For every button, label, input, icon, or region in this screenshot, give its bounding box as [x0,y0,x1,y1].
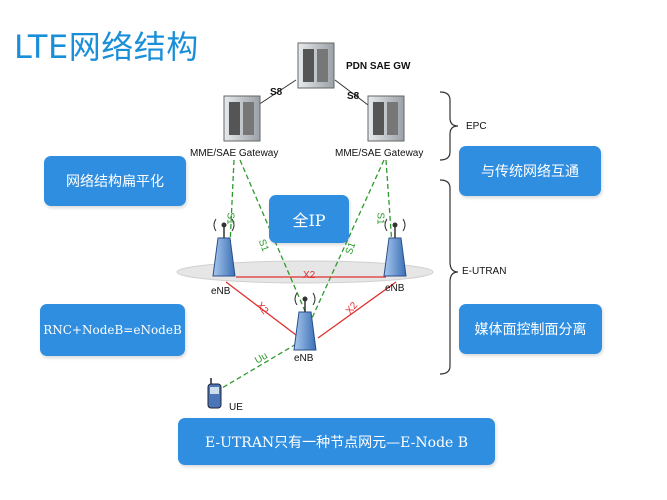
bottom-summary-box: E-UTRAN只有一种节点网元—E-Node B [178,418,495,465]
enb-left-icon [212,218,236,277]
enb-center-icon [293,292,317,351]
ue-phone-icon [207,378,222,409]
s1-label-d: S1 [374,212,386,225]
mme-left-server-icon [223,95,261,142]
eutran-label: E-UTRAN [462,266,507,277]
s1-label-a: S1 [224,212,236,225]
page-title: LTE网络结构 [14,28,199,66]
s1-line-a [229,159,235,246]
pdn-server-icon [297,42,335,89]
s1-line-d [385,159,393,246]
epc-bracket [439,91,459,161]
s1-line-b [239,159,309,319]
pdn-label: PDN SAE GW [346,61,411,72]
enb-left-label: eNB [211,286,231,297]
s8-right-line [334,79,373,109]
all-ip-box: 全IP [269,195,349,243]
s8-right-label: S8 [347,91,360,102]
enb-right-label: eNB [385,283,405,294]
eutran-bracket [439,179,459,375]
s8-left-line [257,79,297,106]
s1-line-c [311,159,385,319]
x2-left-line [225,281,301,339]
plane-separation-box: 媒体面控制面分离 [459,304,602,354]
enb-center-label: eNB [294,353,314,364]
interworking-box: 与传统网络互通 [459,146,601,196]
mme-right-label: MME/SAE Gateway [335,148,424,159]
flat-structure-box: 网络结构扁平化 [44,156,186,206]
x2-right-line [317,281,397,339]
x2-top-label: X2 [303,270,316,281]
mme-left-label: MME/SAE Gateway [190,148,279,159]
enb-right-icon [383,218,407,277]
ue-label: UE [229,402,243,413]
epc-label: EPC [466,121,487,132]
mme-right-server-icon [367,95,405,142]
s8-left-label: S8 [270,87,283,98]
rnc-nodeb-box: RNC+NodeB=eNodeB [40,304,185,356]
